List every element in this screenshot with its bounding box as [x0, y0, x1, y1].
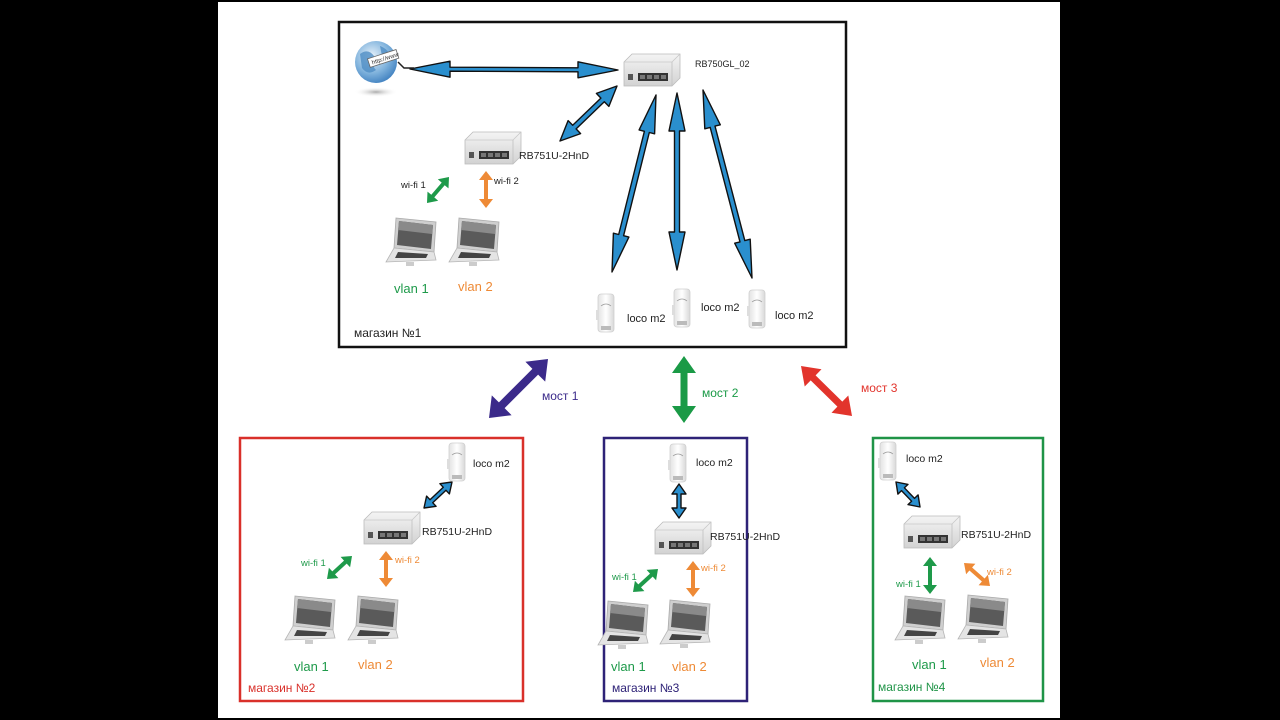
bridge-3-arrow	[801, 366, 852, 416]
link-arrow-core-loco3	[702, 89, 753, 279]
bridge-1-label: мост 1	[542, 389, 579, 403]
store-3-name: магазин №3	[612, 681, 680, 695]
vlan-2-label: vlan 2	[358, 657, 393, 672]
store-3-frame	[602, 436, 749, 703]
loco-m2-icon	[446, 442, 466, 482]
bridge-3-label: мост 3	[861, 381, 898, 395]
vlan-1-label: vlan 1	[394, 281, 429, 296]
wifi-2-arrow	[686, 561, 700, 597]
vlan-2-label: vlan 2	[672, 659, 707, 674]
wifi-2-arrow	[964, 563, 990, 586]
vlan-2-label: vlan 2	[458, 279, 493, 294]
loco-m2-icon	[671, 288, 691, 328]
wifi-2-label: wi-fi 2	[394, 555, 420, 566]
link-arrow-core-loco2	[668, 92, 686, 271]
laptop-icon	[385, 217, 437, 267]
link-arrow-loco-router	[423, 481, 453, 509]
loco-m2-label: loco m2	[701, 302, 740, 314]
router-icon	[903, 515, 961, 549]
loco-m2-icon	[595, 293, 615, 333]
loco-m2-icon	[667, 443, 687, 483]
router-icon	[654, 521, 712, 555]
ap-router-icon	[464, 131, 522, 165]
link-arrow-loco-router	[895, 481, 921, 508]
wifi-1-arrow	[923, 557, 937, 594]
loco-m2-label: loco m2	[473, 458, 510, 470]
globe-icon: http://www	[354, 41, 414, 97]
loco-m2-icon	[877, 441, 897, 481]
core-router-icon	[623, 53, 681, 87]
vlan-1-label: vlan 1	[611, 659, 646, 674]
loco-m2-label: loco m2	[696, 457, 733, 469]
bridge-2-arrow	[672, 356, 696, 423]
link-arrow-loco-router	[671, 483, 687, 519]
wifi-1-label: wi-fi 1	[895, 579, 921, 590]
wifi-1-label: wi-fi 1	[611, 572, 637, 583]
loco-m2-label: loco m2	[775, 310, 814, 322]
vlan-2-label: vlan 2	[980, 655, 1015, 670]
vlan-1-label: vlan 1	[294, 659, 329, 674]
router-label: RB751U-2HnD	[710, 531, 780, 543]
store-4-frame	[871, 436, 1045, 703]
wifi-1-label: wi-fi 1	[300, 558, 326, 569]
loco-m2-icon	[746, 289, 766, 329]
core-router-label: RB750GL_02	[695, 59, 750, 69]
loco-m2-label: loco m2	[627, 313, 666, 325]
laptop-icon	[659, 599, 711, 649]
store-2-frame	[238, 436, 525, 703]
laptop-icon	[284, 595, 336, 645]
loco-m2-label: loco m2	[906, 453, 943, 465]
wifi-1-arrow	[327, 556, 352, 579]
link-arrow-core-ap	[559, 85, 618, 142]
wifi-2-arrow	[479, 171, 493, 208]
laptop-icon	[957, 594, 1009, 644]
link-arrow-internet-core	[409, 60, 619, 79]
store-2-name: магазин №2	[248, 681, 316, 695]
wifi-2-arrow	[379, 551, 393, 587]
router-label: RB751U-2HnD	[961, 529, 1031, 541]
store-1-name: магазин №1	[354, 326, 422, 340]
wifi-1-arrow	[633, 569, 658, 592]
wifi-2-label: wi-fi 2	[986, 567, 1012, 578]
wifi-1-arrow	[427, 177, 449, 203]
laptop-icon	[894, 595, 946, 645]
laptop-icon	[448, 217, 500, 267]
laptop-icon	[597, 600, 649, 650]
wifi-1-label: wi-fi 1	[400, 180, 426, 191]
router-label: RB751U-2HnD	[422, 526, 492, 538]
bridge-2-label: мост 2	[702, 386, 739, 400]
vlan-1-label: vlan 1	[912, 657, 947, 672]
store-1-frame	[337, 20, 848, 349]
link-arrow-core-loco1	[611, 94, 657, 273]
wifi-2-label: wi-fi 2	[700, 563, 726, 574]
router-icon	[363, 511, 421, 545]
laptop-icon	[347, 595, 399, 645]
wifi-2-label: wi-fi 2	[493, 176, 519, 187]
store-4-name: магазин №4	[878, 680, 946, 694]
ap-router-label: RB751U-2HnD	[519, 150, 589, 162]
bridge-1-arrow	[489, 359, 548, 418]
